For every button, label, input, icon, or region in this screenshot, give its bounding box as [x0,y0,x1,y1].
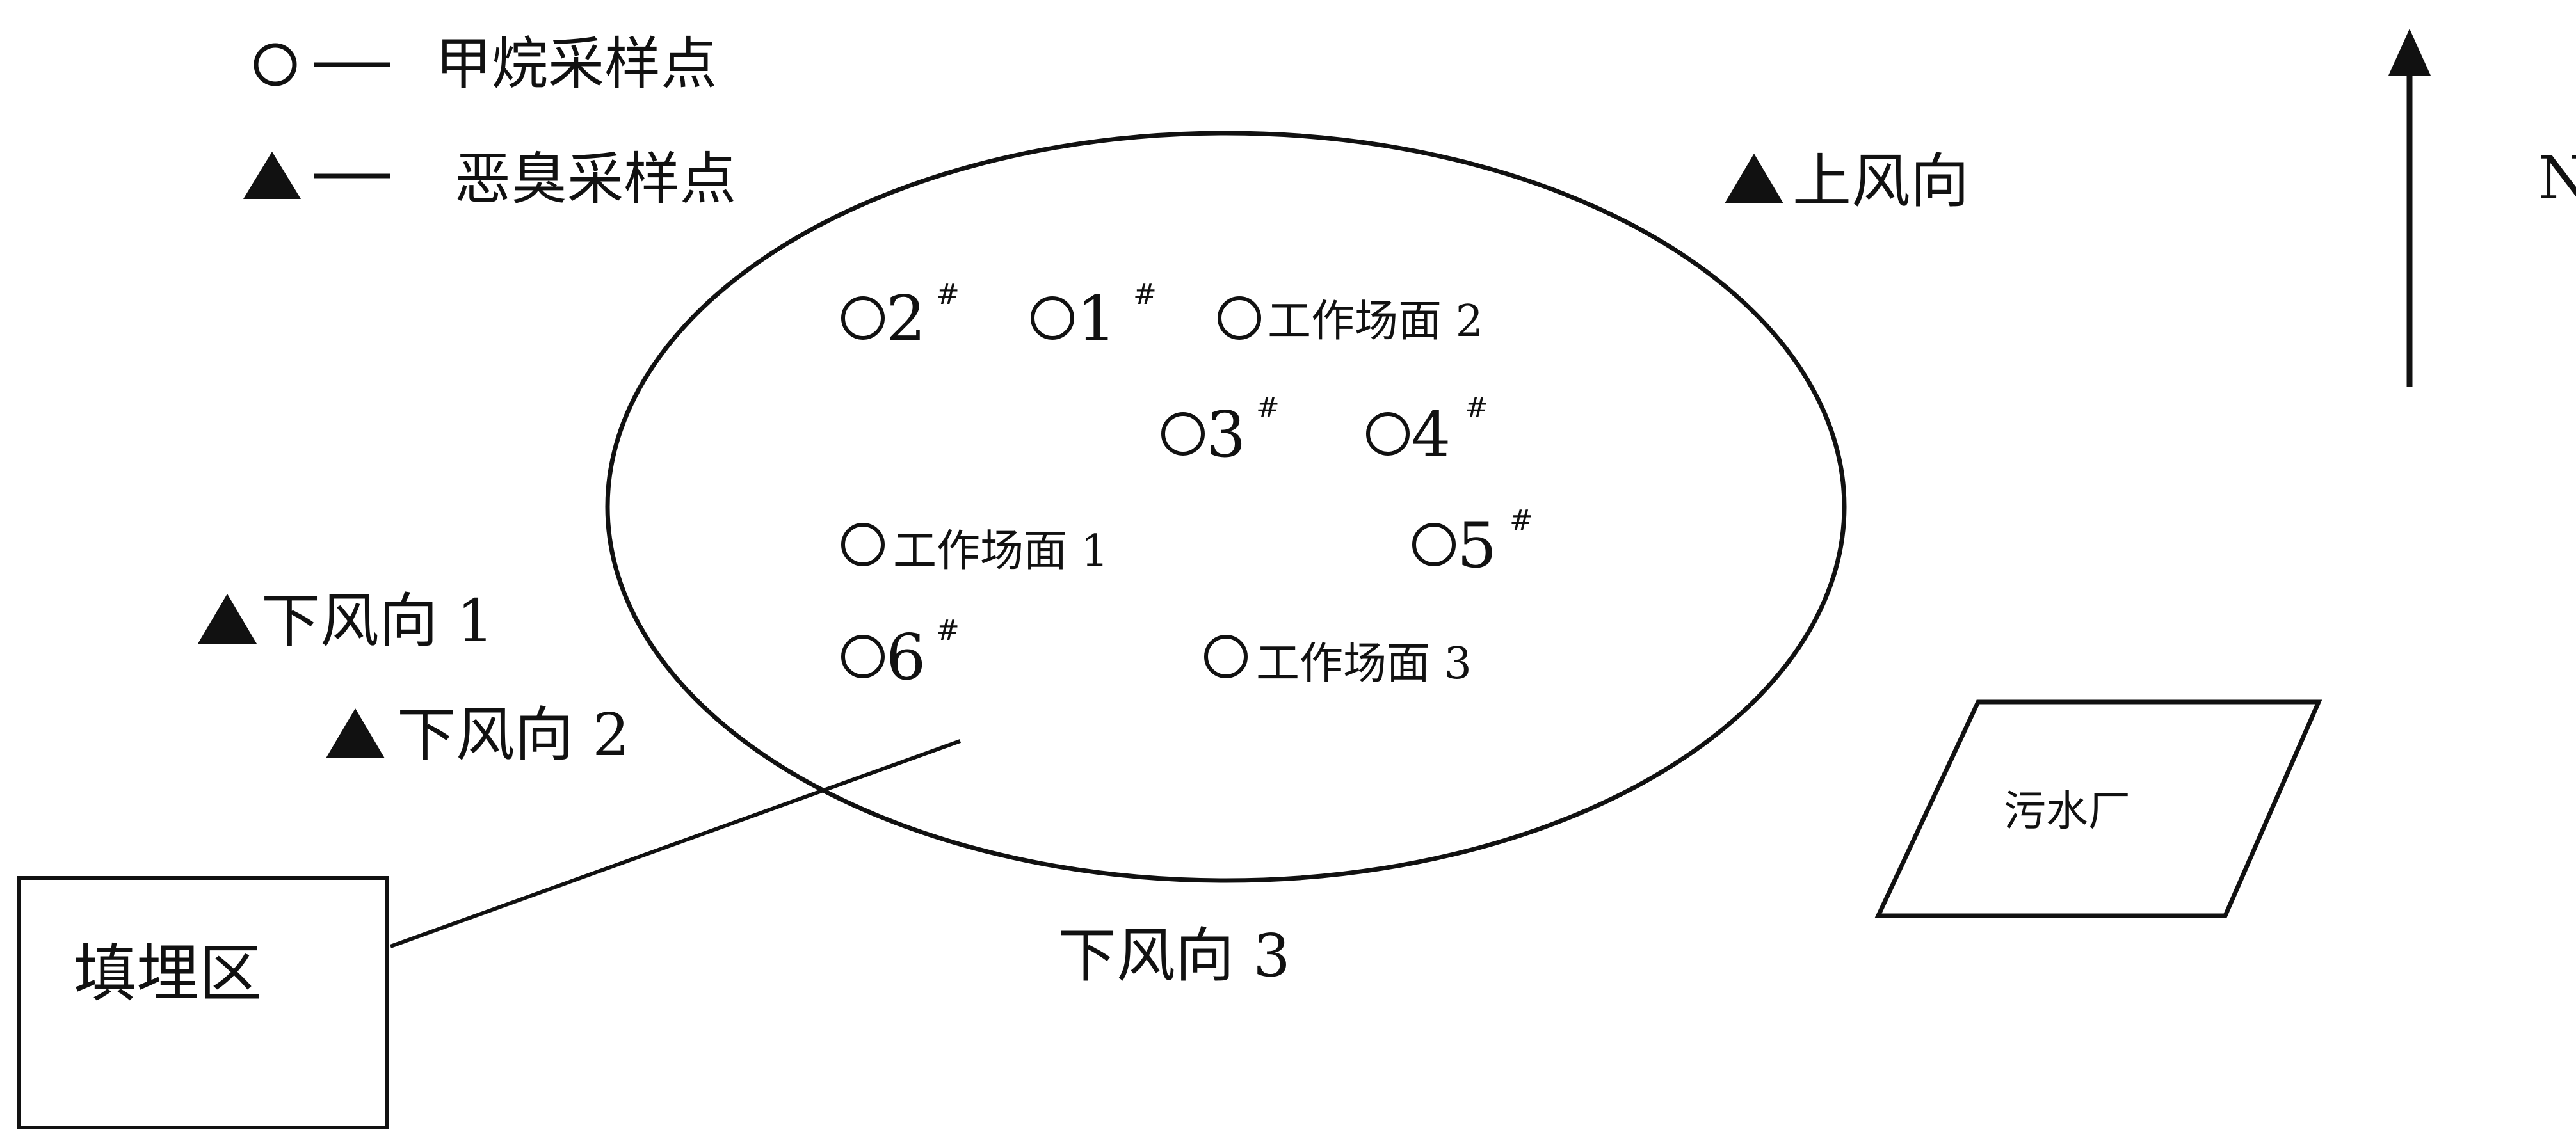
north-arrow-head-icon [2388,29,2431,76]
methane-point-workface-1: 工作场面 1 [841,523,1109,577]
methane-circle-icon [841,635,885,678]
north-label: N [2538,144,2576,212]
methane-point-workface-3: 工作场面 3 [1204,635,1472,689]
legend-methane-label: 甲烷采样点 [435,31,717,97]
methane-circle-icon [841,523,885,566]
methane-point-3-sup: # [1256,392,1280,424]
methane-point-1: 1 # [1031,278,1157,356]
odor-point-upwind: 上风向 [1725,147,1969,216]
landfill-leader-line [389,739,962,948]
odor-triangle-icon [1725,154,1783,203]
methane-circle-icon [1031,296,1074,340]
landfill-zone-rect [17,876,389,1129]
methane-circle-icon [254,43,297,86]
legend-methane: 甲烷采样点 [254,31,717,97]
methane-point-3: 3 # [1161,392,1280,472]
methane-point-5-label: 5 [1457,509,1497,582]
methane-circle-icon [841,296,885,340]
odor-triangle-icon [198,594,257,644]
odor-downwind-1-label: 下风向 1 [261,587,494,655]
sewage-plant-shape [1874,699,2322,918]
methane-point-3-label: 3 [1206,399,1246,472]
methane-circle-icon [1366,412,1410,456]
odor-downwind-2-label: 下风向 2 [397,701,630,769]
methane-point-1-sup: # [1133,278,1157,311]
sewage-plant: 污水厂 [1874,699,2322,918]
methane-point-5-sup: # [1509,504,1533,537]
landfill-zone-label: 填埋区 [74,937,262,1010]
methane-point-2: 2 # [841,278,960,356]
workface-1-label: 工作场面 1 [893,526,1109,577]
legend-odor: 恶臭采样点 [243,146,736,212]
methane-point-4-sup: # [1465,392,1488,424]
odor-point-downwind-2: 下风向 2 [326,701,630,769]
methane-point-2-sup: # [936,278,960,311]
north-arrow: N [2388,29,2576,387]
odor-triangle-icon [326,708,385,758]
methane-circle-icon [1204,635,1248,678]
downwind-3-label: 下风向 3 [1058,921,1291,990]
methane-point-2-label: 2 [886,283,926,356]
odor-triangle-icon [243,152,301,199]
legend: 甲烷采样点 恶臭采样点 [243,31,736,212]
workface-2-label: 工作场面 2 [1268,296,1483,347]
methane-circle-icon [1218,296,1261,340]
methane-point-6-sup: # [936,614,960,647]
workface-3-label: 工作场面 3 [1256,639,1472,689]
methane-point-4: 4 # [1366,392,1488,472]
landfill-boundary [605,131,1847,883]
methane-circle-icon [1412,523,1456,566]
methane-circle-icon [1161,412,1205,456]
odor-upwind-label: 上风向 [1792,147,1969,216]
methane-point-1-label: 1 [1077,283,1116,356]
methane-point-6: 6 # [841,614,960,694]
methane-point-5: 5 # [1412,504,1533,582]
landfill-zone-box: 填埋区 [17,876,389,1129]
methane-point-workface-2: 工作场面 2 [1218,296,1483,347]
odor-point-downwind-1: 下风向 1 [198,587,494,655]
sewage-plant-label: 污水厂 [2004,786,2130,836]
methane-point-4-label: 4 [1411,399,1451,472]
methane-point-6-label: 6 [886,621,926,694]
legend-odor-label: 恶臭采样点 [455,146,736,212]
